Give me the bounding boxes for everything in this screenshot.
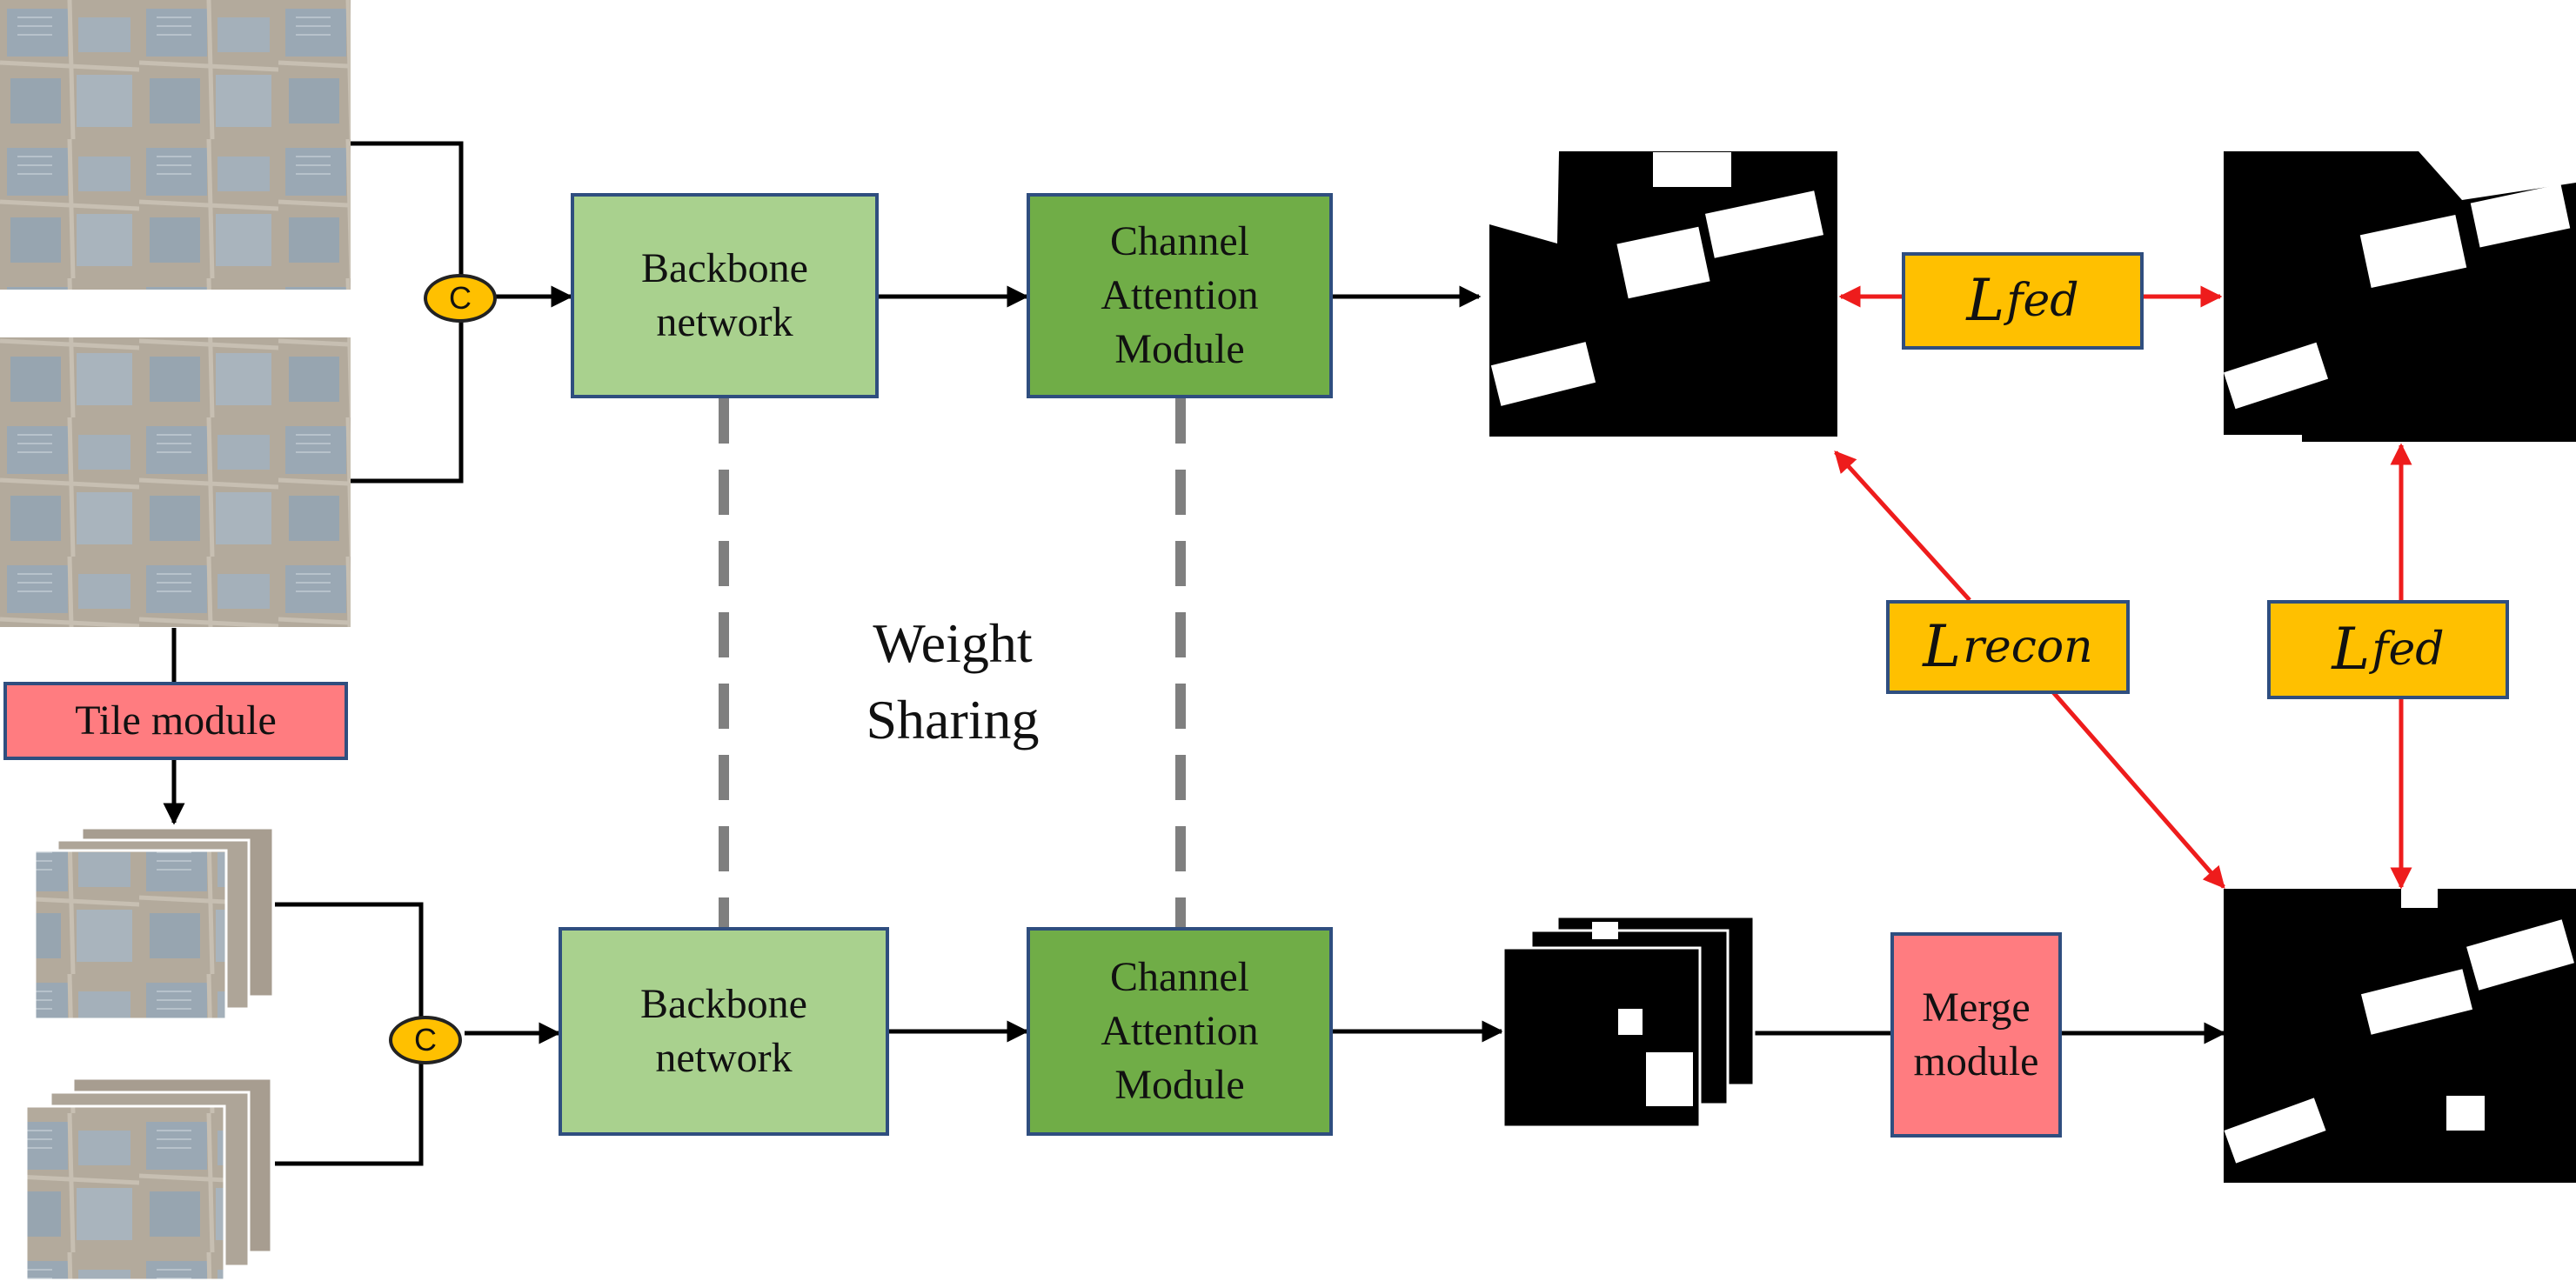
backbone-network-top: Backbone network: [571, 193, 879, 398]
loss-symbol: L: [2332, 616, 2371, 683]
weight-sharing-line-2: Sharing: [866, 689, 1040, 751]
tile-module: Tile module: [3, 682, 348, 760]
backbone-label-line-1: Backbone: [641, 245, 808, 291]
merge-label-line-1: Merge: [1922, 984, 2031, 1031]
merge-module: Merge module: [1890, 932, 2062, 1138]
channel-attention-module-bottom: Channel Attention Module: [1027, 927, 1333, 1136]
input-images-top: [0, 0, 351, 627]
loss-subscript: fed: [2006, 275, 2079, 327]
tiled-image-stack-2: [24, 1077, 273, 1281]
mask-top-middle: [1489, 151, 1837, 437]
loss-subscript: fed: [2372, 624, 2445, 676]
concat-symbol-bottom: C: [389, 1016, 462, 1064]
backbone-label-line-2: network: [656, 299, 793, 345]
attention-label-line-2: Attention: [1101, 272, 1259, 318]
loss-symbol: L: [1923, 613, 1962, 680]
mask-tiled-stack: [1502, 915, 1756, 1129]
channel-attention-module-top: Channel Attention Module: [1027, 193, 1333, 398]
aerial-image-2: [0, 337, 351, 627]
attention-label-line-1: Channel: [1110, 954, 1249, 1000]
tiled-image-stack-1: [33, 826, 275, 1021]
attention-label-line-3: Module: [1114, 326, 1245, 372]
attention-label-line-2: Attention: [1101, 1008, 1259, 1054]
backbone-label-line-2: network: [655, 1035, 793, 1081]
mask-merged-output: [2224, 889, 2576, 1183]
aerial-image-1: [0, 0, 351, 290]
weight-sharing-line-1: Weight: [873, 612, 1033, 674]
tile-module-label: Tile module: [75, 697, 277, 744]
backbone-label-line-1: Backbone: [640, 981, 807, 1027]
weight-sharing-label: Weight Sharing: [783, 605, 1122, 758]
backbone-network-bottom: Backbone network: [559, 927, 889, 1136]
concat-symbol-top: C: [424, 274, 497, 323]
attention-label-line-1: Channel: [1110, 218, 1249, 264]
merge-label-line-2: module: [1913, 1038, 2039, 1084]
loss-subscript: recon: [1963, 621, 2093, 673]
attention-label-line-3: Module: [1114, 1062, 1245, 1108]
loss-symbol: L: [1966, 267, 2005, 334]
mask-top-right: [2223, 151, 2576, 442]
